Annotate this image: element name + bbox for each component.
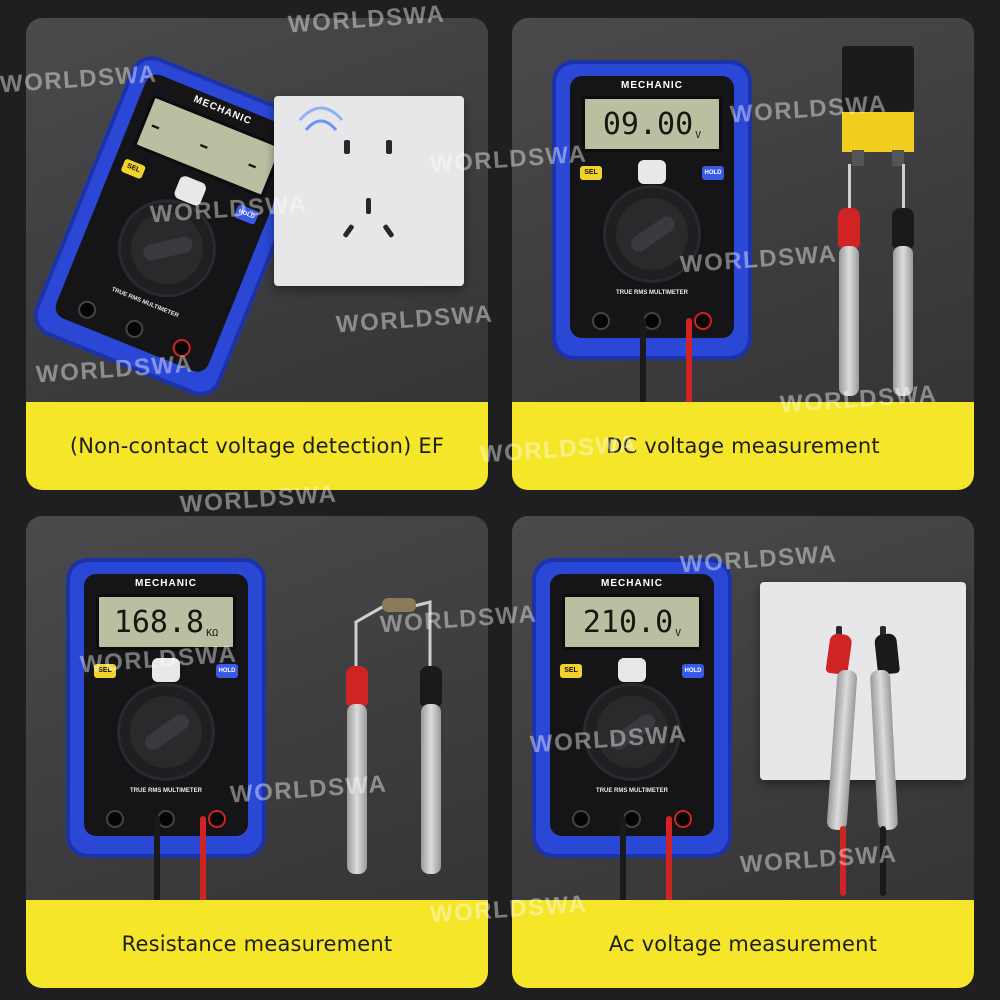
multimeter: MECHANIC 09.00 V SEL HOLD TRUE RMS MULTI… bbox=[552, 60, 752, 360]
jack-10a bbox=[594, 314, 608, 328]
jack-com bbox=[625, 812, 639, 826]
panel-non-contact-detection: MECHANIC - - - SEL HOLD TRUE RMS MULTIME… bbox=[26, 18, 488, 490]
meter-unit: V bbox=[695, 130, 702, 141]
sel-button[interactable]: SEL bbox=[580, 166, 602, 180]
red-lead bbox=[686, 318, 692, 408]
jack-vohm bbox=[696, 314, 710, 328]
mechanic-logo-icon bbox=[618, 658, 646, 682]
wall-socket bbox=[760, 582, 966, 780]
meter-reading: 09.00 bbox=[602, 106, 694, 142]
black-probe bbox=[873, 632, 901, 676]
jack-vohm bbox=[210, 812, 224, 826]
meter-unit: KΩ bbox=[206, 628, 219, 639]
meter-reading: 210.0 bbox=[582, 604, 674, 640]
caption-bar: (Non-contact voltage detection) EF bbox=[26, 402, 488, 490]
jack-vohm bbox=[676, 812, 690, 826]
jack-com bbox=[125, 319, 144, 339]
caption-bar: Resistance measurement bbox=[26, 900, 488, 988]
caption-bar: Ac voltage measurement bbox=[512, 900, 974, 988]
jack-com bbox=[645, 314, 659, 328]
meter-display: 09.00 V bbox=[582, 96, 722, 152]
panel-dc-voltage: MECHANIC 09.00 V SEL HOLD TRUE RMS MULTI… bbox=[512, 18, 974, 490]
jack-vohm bbox=[172, 338, 191, 358]
jack-10a bbox=[574, 812, 588, 826]
caption: DC voltage measurement bbox=[606, 434, 880, 458]
wall-socket bbox=[274, 96, 464, 286]
meter-unit: V bbox=[675, 628, 682, 639]
mechanic-logo-icon bbox=[638, 160, 666, 184]
black-lead bbox=[154, 816, 160, 906]
meter-model: TRUE RMS MULTIMETER bbox=[596, 788, 668, 794]
signal-wave-icon bbox=[298, 106, 344, 131]
red-probe bbox=[346, 666, 368, 706]
black-probe bbox=[892, 208, 914, 248]
meter-display: 210.0 V bbox=[562, 594, 702, 650]
meter-brand: MECHANIC bbox=[135, 578, 197, 589]
jack-com bbox=[159, 812, 173, 826]
jack-10a bbox=[78, 300, 97, 319]
jack-10a bbox=[108, 812, 122, 826]
hold-button[interactable]: HOLD bbox=[702, 166, 724, 180]
sel-button[interactable]: SEL bbox=[120, 158, 147, 180]
meter-model: TRUE RMS MULTIMETER bbox=[130, 788, 202, 794]
black-lead bbox=[620, 816, 626, 906]
red-lead bbox=[200, 816, 206, 906]
battery bbox=[842, 46, 914, 166]
mechanic-logo-icon bbox=[152, 658, 180, 682]
hold-button[interactable]: HOLD bbox=[682, 664, 704, 678]
caption: Resistance measurement bbox=[121, 932, 393, 956]
mechanic-logo-icon bbox=[172, 174, 208, 208]
hold-button[interactable]: HOLD bbox=[216, 664, 238, 678]
meter-brand: MECHANIC bbox=[601, 578, 663, 589]
multimeter: MECHANIC 168.8 KΩ SEL HOLD TRUE RMS MULT… bbox=[66, 558, 266, 858]
meter-reading: 168.8 bbox=[113, 604, 205, 640]
sel-button[interactable]: SEL bbox=[94, 664, 116, 678]
multimeter: MECHANIC 210.0 V SEL HOLD TRUE RMS MULTI… bbox=[532, 558, 732, 858]
caption: (Non-contact voltage detection) EF bbox=[69, 434, 445, 458]
resistor bbox=[354, 598, 432, 670]
panel-resistance: MECHANIC 168.8 KΩ SEL HOLD TRUE RMS MULT… bbox=[26, 516, 488, 988]
meter-model: TRUE RMS MULTIMETER bbox=[616, 290, 688, 296]
black-probe bbox=[420, 666, 442, 706]
caption: Ac voltage measurement bbox=[608, 932, 878, 956]
panel-ac-voltage: MECHANIC 210.0 V SEL HOLD TRUE RMS MULTI… bbox=[512, 516, 974, 988]
red-probe bbox=[838, 208, 860, 248]
red-lead bbox=[666, 816, 672, 906]
meter-brand: MECHANIC bbox=[621, 80, 683, 91]
meter-display: 168.8 KΩ bbox=[96, 594, 236, 650]
sel-button[interactable]: SEL bbox=[560, 664, 582, 678]
caption-bar: DC voltage measurement bbox=[512, 402, 974, 490]
black-lead bbox=[640, 318, 646, 408]
hold-button[interactable]: HOLD bbox=[233, 203, 260, 226]
